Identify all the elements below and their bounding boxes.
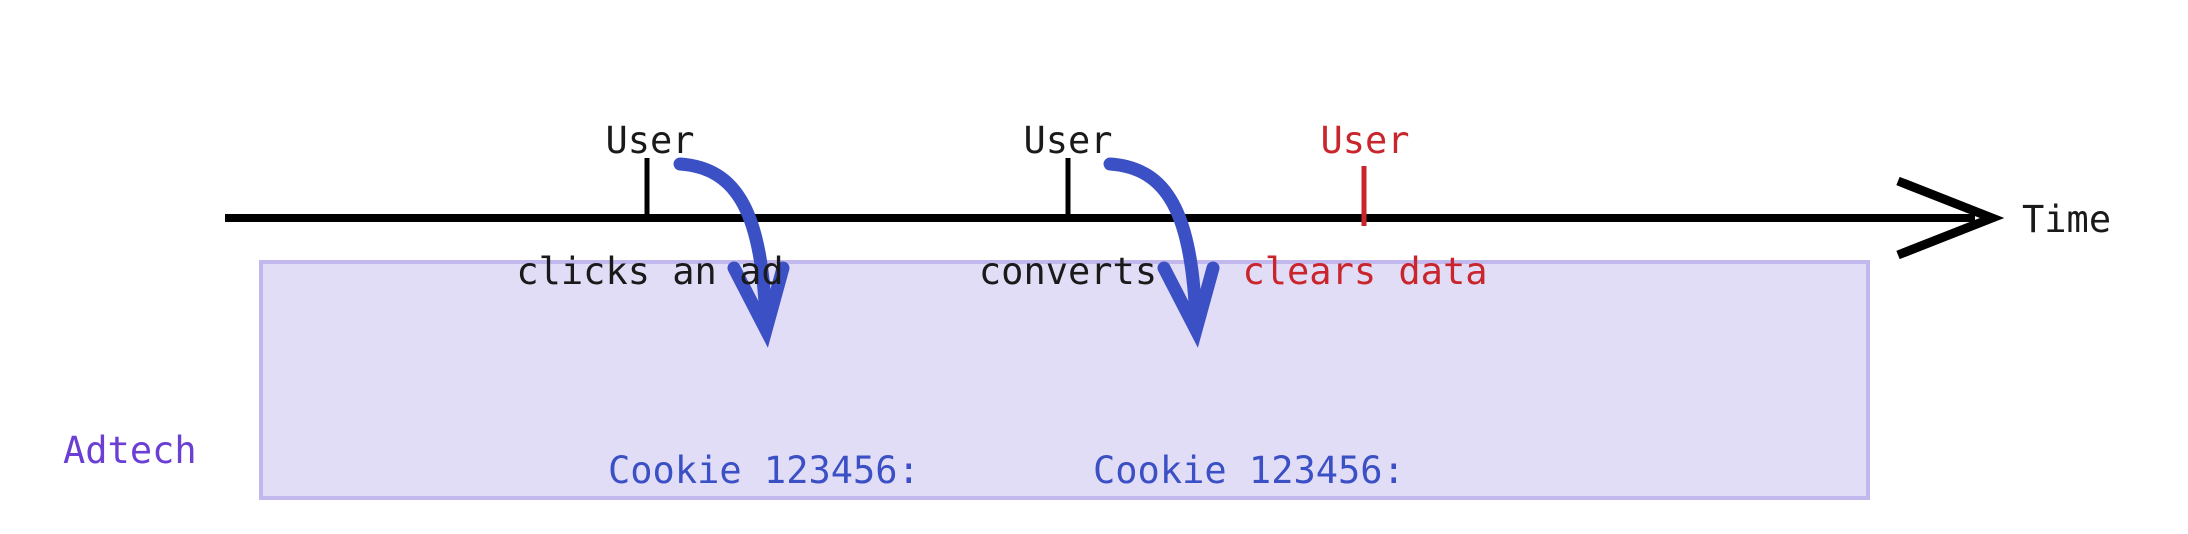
- event-label-clears-data-line1: User: [1320, 119, 1410, 163]
- timeline-arrowhead-icon: [1896, 176, 2005, 260]
- server-log-ad-clicked-line1: Cookie 123456:: [608, 448, 920, 492]
- event-label-conversion: User converts: [858, 32, 1278, 381]
- event-label-conversion-line1: User: [1023, 119, 1113, 163]
- server-log-converted: Cookie 123456: Converted: [1093, 352, 1573, 534]
- event-label-ad-click-line1: User: [605, 119, 695, 163]
- event-label-ad-click-line2: clicks an ad: [516, 250, 784, 294]
- adtech-server-label: Adtech server: [63, 332, 283, 534]
- event-label-conversion-line2: converts: [978, 250, 1158, 294]
- server-log-converted-line1: Cookie 123456:: [1093, 448, 1405, 492]
- adtech-server-box: [259, 260, 1870, 500]
- event-label-clears-data-line2: clears data: [1242, 250, 1488, 294]
- adtech-server-label-line1: Adtech: [63, 428, 197, 472]
- event-label-clears-data: User clears data: [1150, 32, 1580, 381]
- server-log-ad-clicked: Cookie 123456: Ad clicked: [608, 352, 1088, 534]
- event-label-ad-click: User clicks an ad: [370, 32, 930, 381]
- curved-arrow-conversion: [1103, 157, 1220, 348]
- curved-arrow-ad-click: [673, 157, 790, 348]
- axis-label-time: Time: [2022, 198, 2112, 241]
